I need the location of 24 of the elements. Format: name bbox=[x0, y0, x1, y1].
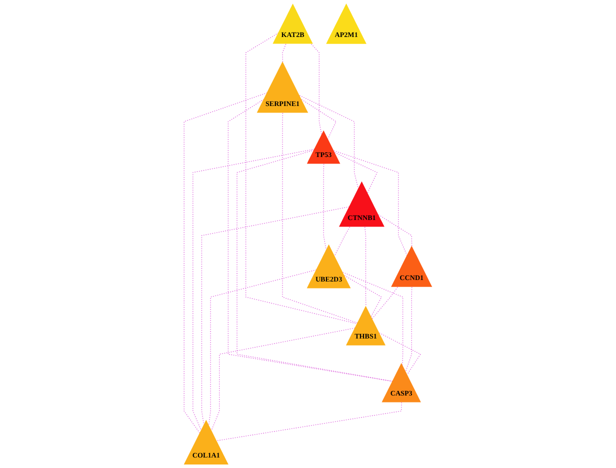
connector bbox=[334, 150, 408, 256]
connector bbox=[372, 286, 398, 319]
connector bbox=[342, 272, 404, 366]
connector bbox=[344, 275, 382, 317]
connector bbox=[282, 112, 358, 324]
connector bbox=[310, 44, 322, 136]
connector bbox=[323, 164, 327, 250]
connector bbox=[216, 402, 402, 442]
connector bbox=[192, 148, 315, 431]
connector bbox=[301, 99, 336, 140]
connector bbox=[378, 214, 412, 246]
connector bbox=[184, 92, 268, 434]
connector bbox=[364, 226, 366, 306]
connector bbox=[334, 226, 350, 256]
connector bbox=[334, 152, 378, 194]
connector bbox=[405, 286, 412, 372]
connector bbox=[211, 328, 356, 431]
connector bbox=[228, 98, 393, 382]
connector bbox=[299, 95, 359, 190]
connector bbox=[379, 332, 421, 375]
connector bbox=[236, 150, 393, 382]
connector bbox=[208, 269, 317, 426]
connector bbox=[282, 44, 286, 62]
connector bbox=[246, 32, 358, 324]
